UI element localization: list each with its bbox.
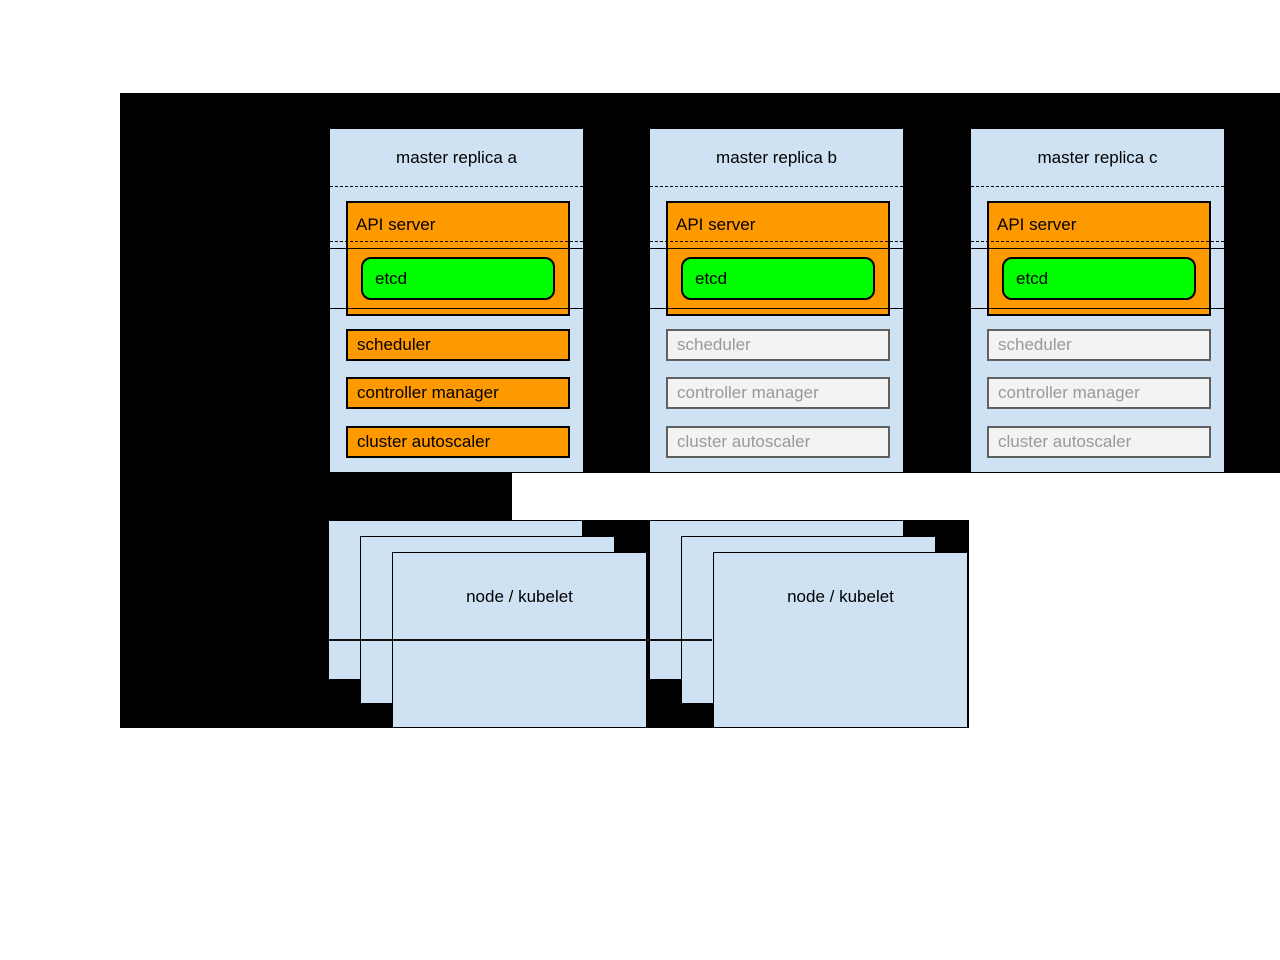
master-replica-b-panel: master replica b API server etcd schedul… <box>649 128 904 473</box>
replica-c-etcd-zone-line-bottom <box>971 308 1224 309</box>
replica-b-scheduler-box: scheduler <box>666 329 890 361</box>
node-group-2: node / kubelet <box>649 520 969 728</box>
replica-a-cluster-autoscaler-box: cluster autoscaler <box>346 426 570 458</box>
replica-b-dashed-divider-inner <box>650 241 903 242</box>
replica-a-etcd-zone-line-bottom <box>330 308 583 309</box>
replica-c-etcd-box: etcd <box>1002 257 1196 300</box>
replica-b-dashed-divider-top <box>650 186 903 187</box>
replica-a-dashed-divider-top <box>330 186 583 187</box>
replica-b-etcd-zone-line-bottom <box>650 308 903 309</box>
replica-a-dashed-divider-inner <box>330 241 583 242</box>
node-rack-connector-line <box>328 639 712 641</box>
replica-c-title: master replica c <box>1037 148 1158 167</box>
replica-c-dashed-divider-top <box>971 186 1224 187</box>
replica-c-dashed-divider-inner <box>971 241 1224 242</box>
replica-c-etcd-zone-line-top <box>971 248 1224 249</box>
replica-c-api-server-label: API server <box>997 215 1077 234</box>
replica-b-cluster-autoscaler-box: cluster autoscaler <box>666 426 890 458</box>
replica-c-scheduler-box: scheduler <box>987 329 1211 361</box>
replica-b-api-server-label: API server <box>676 215 756 234</box>
replica-a-etcd-box: etcd <box>361 257 555 300</box>
replica-b-controller-manager-box: controller manager <box>666 377 890 409</box>
node-group-1: node / kubelet <box>328 520 648 728</box>
replica-b-title: master replica b <box>716 148 837 167</box>
node-group-2-front-card: node / kubelet <box>713 552 968 728</box>
replica-b-etcd-box: etcd <box>681 257 875 300</box>
backdrop-middle <box>120 473 512 520</box>
replica-c-cluster-autoscaler-box: cluster autoscaler <box>987 426 1211 458</box>
replica-a-api-server-label: API server <box>356 215 436 234</box>
master-replica-a-panel: master replica a API server etcd schedul… <box>329 128 584 473</box>
master-replica-c-panel: master replica c API server etcd schedul… <box>970 128 1225 473</box>
replica-a-title: master replica a <box>396 148 517 167</box>
replica-a-scheduler-box: scheduler <box>346 329 570 361</box>
replica-a-etcd-zone-line-top <box>330 248 583 249</box>
replica-c-controller-manager-box: controller manager <box>987 377 1211 409</box>
node-group-1-label: node / kubelet <box>466 587 573 606</box>
replica-a-controller-manager-box: controller manager <box>346 377 570 409</box>
node-group-2-label: node / kubelet <box>787 587 894 606</box>
replica-b-etcd-zone-line-top <box>650 248 903 249</box>
